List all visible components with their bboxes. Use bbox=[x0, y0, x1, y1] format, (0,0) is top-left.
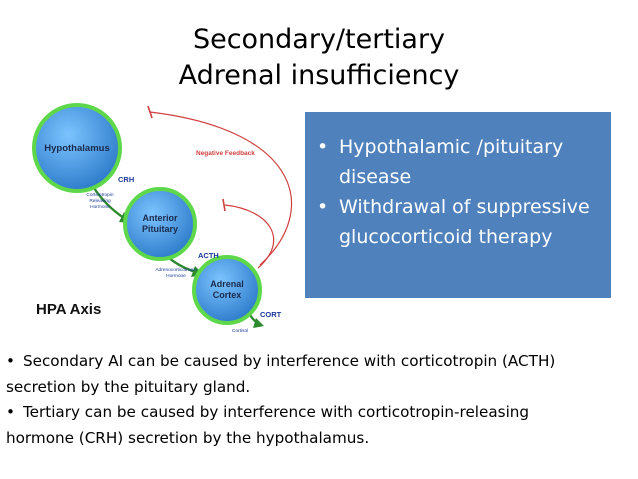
note-line-1: • Secondary AI can be caused by interfere… bbox=[6, 349, 634, 375]
cort-label: CORT bbox=[260, 310, 282, 319]
anterior-pituitary-node bbox=[123, 187, 197, 261]
cortex-label: Cortex bbox=[213, 290, 242, 300]
hypothalamus-label: Hypothalamus bbox=[44, 143, 109, 154]
acth-full-2: Hormone bbox=[166, 273, 186, 279]
crh-full-1: Corticotropin bbox=[86, 192, 114, 198]
acth-label: ACTH bbox=[198, 251, 219, 260]
causes-box: Hypothalamic /pituitary disease Withdraw… bbox=[305, 112, 611, 298]
pituitary-label: Pituitary bbox=[142, 224, 178, 234]
feedback-curve-outer bbox=[149, 111, 293, 266]
adrenal-label: Adrenal bbox=[210, 279, 244, 289]
cause-item: Hypothalamic /pituitary disease bbox=[317, 132, 603, 192]
crh-full-2: Releasing bbox=[89, 198, 111, 204]
acth-full-1: Adrenocorticotropic bbox=[155, 267, 197, 273]
title-line-1: Secondary/tertiary bbox=[192, 24, 446, 55]
arrow-head-3 bbox=[253, 318, 264, 328]
causes-list: Hypothalamic /pituitary disease Withdraw… bbox=[317, 132, 603, 252]
cortisol-label: Cortisol bbox=[232, 328, 248, 334]
feedback-inhibit-outer bbox=[147, 105, 153, 119]
note-text-1: Secondary AI can be caused by interferen… bbox=[22, 352, 556, 370]
crh-label: CRH bbox=[118, 175, 134, 184]
slide-title: Secondary/tertiary Adrenal insufficiency bbox=[0, 22, 638, 94]
feedback-inhibit-inner bbox=[222, 198, 226, 212]
note-line-2: secretion by the pituitary gland. bbox=[6, 377, 251, 396]
hypothalamus-node bbox=[32, 103, 122, 193]
title-line-2: Adrenal insufficiency bbox=[178, 60, 460, 91]
feedback-curve-inner bbox=[224, 204, 275, 269]
negative-feedback-label: Negative Feedback bbox=[196, 150, 255, 157]
note-text-3: Tertiary can be caused by interference w… bbox=[22, 403, 530, 421]
note-bullet: • bbox=[6, 403, 15, 421]
note-bullet: • bbox=[6, 352, 15, 370]
arrow-hypo-to-pit bbox=[93, 187, 125, 219]
note-line-3: • Tertiary can be caused by interference … bbox=[6, 400, 634, 426]
crh-full-3: Hormone bbox=[90, 204, 110, 210]
notes-text: • Secondary AI can be caused by interfere… bbox=[6, 349, 634, 451]
cause-item: Withdrawal of suppressive glucocorticoid… bbox=[317, 192, 603, 252]
hpa-axis-label: HPA Axis bbox=[36, 301, 101, 318]
hpa-axis-diagram: Negative Feedback Hypothalamus Anterior … bbox=[32, 103, 293, 334]
note-line-4: hormone (CRH) secretion by the hypothala… bbox=[6, 428, 370, 447]
adrenal-cortex-node bbox=[192, 255, 262, 325]
anterior-label: Anterior bbox=[142, 213, 178, 223]
